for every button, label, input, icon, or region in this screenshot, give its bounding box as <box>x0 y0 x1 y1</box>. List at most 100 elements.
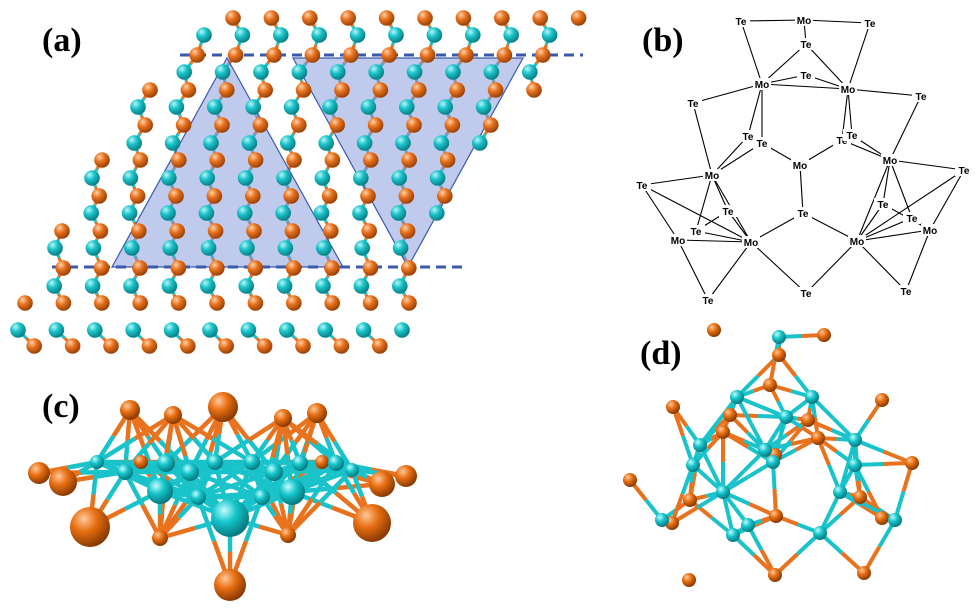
te-atom <box>535 47 551 63</box>
te-atom <box>857 566 871 580</box>
te-atom <box>247 260 263 276</box>
mo-atom <box>254 489 270 505</box>
te-atom <box>444 117 461 133</box>
te-atom <box>801 413 815 427</box>
te-atom <box>362 260 379 276</box>
mo-atom <box>48 322 65 338</box>
mo-atom <box>345 463 359 477</box>
mo-atom <box>84 170 100 186</box>
te-label: Te <box>743 132 754 143</box>
te-label: Te <box>736 17 747 28</box>
te-atom <box>245 188 261 204</box>
mo-atom <box>207 454 223 470</box>
te-atom <box>129 188 146 204</box>
schematic-bond <box>889 95 922 161</box>
schematic-bond <box>740 20 763 85</box>
atom-label-bg <box>753 137 771 149</box>
te-atom <box>437 188 453 204</box>
mo-atom <box>87 322 103 338</box>
te-atom <box>247 152 264 168</box>
schematic-bond <box>692 83 763 104</box>
mo-atom <box>83 205 99 221</box>
te-atom <box>455 10 472 26</box>
mo-label: Mo <box>841 85 855 96</box>
te-atom <box>401 152 418 168</box>
te-atom <box>164 406 182 424</box>
mo-label: Mo <box>883 156 897 167</box>
mo-atom <box>465 27 481 43</box>
te-atom <box>406 117 422 133</box>
te-atom <box>340 10 357 26</box>
te-label: Te <box>757 139 768 150</box>
schematic-bond <box>711 135 749 176</box>
atom-label-bg <box>742 236 760 248</box>
te-atom <box>247 295 264 311</box>
te-atom <box>343 47 359 63</box>
mo-atom <box>316 240 332 256</box>
te-atom <box>723 408 737 422</box>
te-atom <box>329 117 346 133</box>
te-atom <box>905 456 919 470</box>
atom-label-bg <box>955 164 973 176</box>
mo-atom <box>833 485 847 499</box>
te-atom <box>360 188 376 204</box>
te-atom <box>315 455 329 469</box>
mo-atom <box>276 170 292 186</box>
mo-atom <box>693 438 707 452</box>
atom-label-bg <box>684 97 702 109</box>
mo-atom <box>241 135 258 151</box>
mo-atom <box>716 485 730 499</box>
mo-label: Mo <box>797 16 811 27</box>
mo-atom <box>356 135 373 151</box>
te-atom <box>64 338 81 354</box>
te-atom <box>284 223 301 239</box>
mo-atom <box>117 464 133 480</box>
te-atom <box>208 392 238 422</box>
te-atom <box>252 117 269 133</box>
te-label: Te <box>907 214 918 225</box>
te-atom <box>91 188 107 204</box>
te-atom <box>302 10 318 26</box>
te-atom <box>286 152 302 168</box>
mo-label: Mo <box>755 80 769 91</box>
mo-atom <box>244 454 260 470</box>
mo-atom <box>161 170 177 186</box>
te-atom <box>449 82 466 98</box>
mo-atom <box>429 170 446 186</box>
atom-label-bg <box>633 179 651 191</box>
te-atom <box>875 511 889 525</box>
mo-atom <box>445 64 461 80</box>
te-atom <box>707 323 721 337</box>
mo-atom <box>311 27 328 43</box>
mo-atom <box>245 99 261 115</box>
mo-atom <box>483 64 500 80</box>
te-atom <box>54 223 70 239</box>
schematic-bond <box>856 169 965 242</box>
mo-atom <box>888 513 902 527</box>
mo-atom <box>318 135 335 151</box>
schematic-bond <box>805 43 849 90</box>
te-atom <box>362 295 379 311</box>
te-label: Te <box>959 166 970 177</box>
te-atom <box>398 188 415 204</box>
mo-atom <box>406 64 423 80</box>
atom-label-bg <box>912 90 930 102</box>
te-atom <box>134 455 148 469</box>
te-atom <box>399 223 416 239</box>
mo-atom <box>176 64 192 80</box>
te-atom <box>526 82 542 98</box>
te-atom <box>372 338 388 354</box>
te-atom <box>171 152 187 168</box>
te-label: Te <box>878 200 889 211</box>
te-atom <box>92 223 109 239</box>
te-atom <box>875 393 889 407</box>
mo-atom <box>163 322 180 338</box>
te-atom <box>496 47 513 63</box>
mo-atom <box>198 205 215 221</box>
mo-atom <box>322 99 338 115</box>
panel-label-b: (b) <box>642 22 684 59</box>
cluster-bond <box>318 468 354 505</box>
te-atom <box>361 223 378 239</box>
